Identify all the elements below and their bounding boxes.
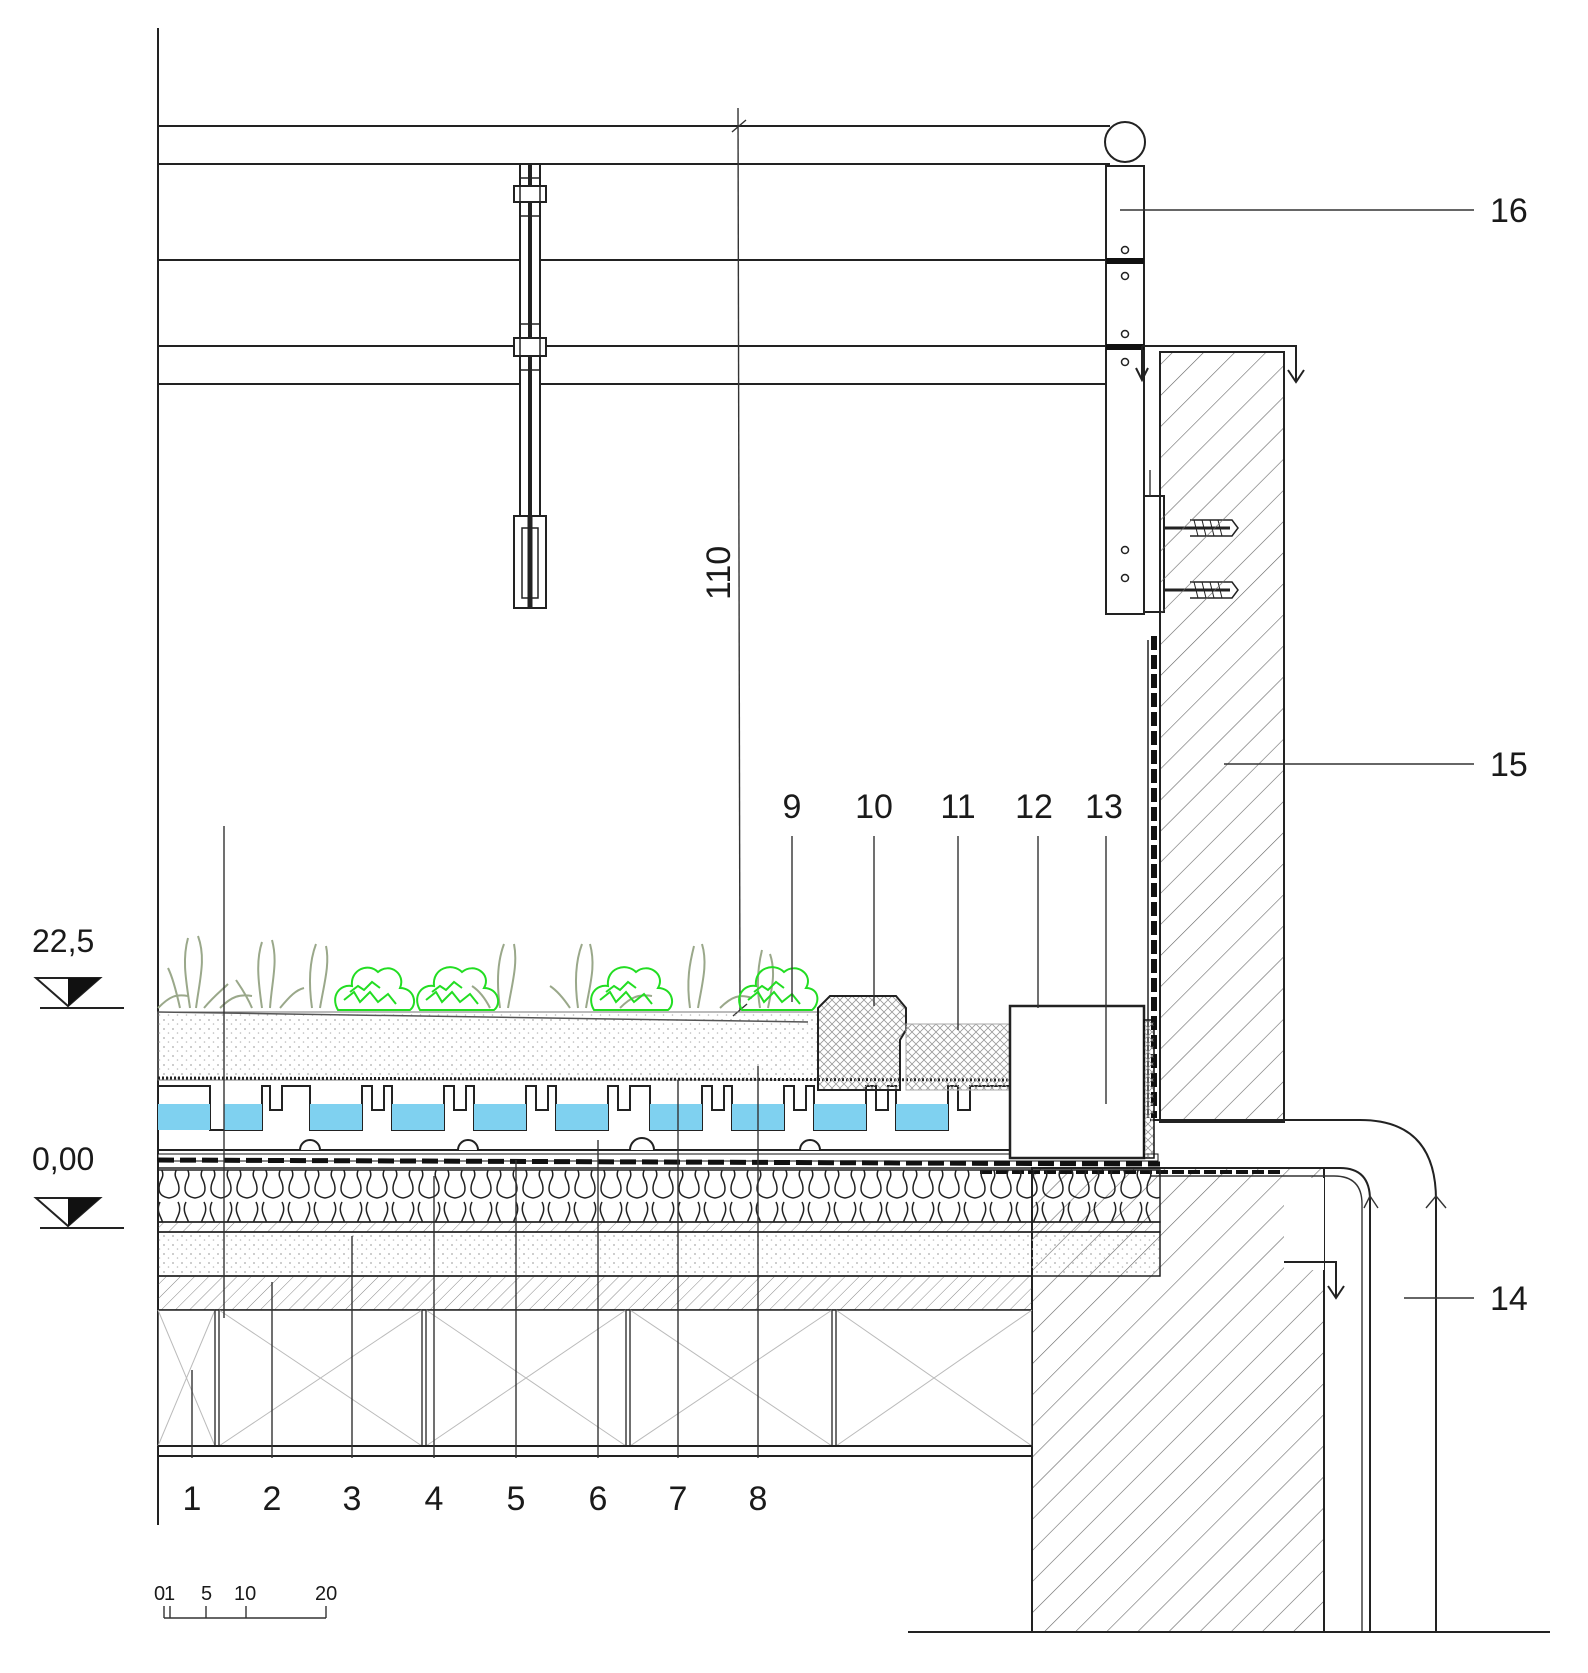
- vegetation: [157, 935, 819, 1011]
- label-16: 16: [1490, 192, 1528, 230]
- label-4: 4: [425, 1480, 444, 1518]
- insulation-layer: [157, 1169, 1161, 1223]
- beams: [157, 1309, 1033, 1457]
- roof-layers: [157, 1011, 1280, 1457]
- svg-text:0: 0: [154, 1583, 165, 1605]
- label-14: 14: [1490, 1280, 1528, 1318]
- screed-layer: [157, 1231, 1161, 1277]
- level-marker-base: 0,00: [32, 1141, 124, 1229]
- level-marker-top: 22,5: [32, 923, 124, 1009]
- dimension-line: [737, 107, 741, 1011]
- edge-components: [817, 995, 1155, 1160]
- edge-stone: [817, 995, 907, 1091]
- label-15: 15: [1490, 746, 1528, 784]
- label-5: 5: [507, 1480, 526, 1518]
- leader-lines: [191, 209, 1474, 1458]
- label-9: 9: [783, 788, 802, 826]
- label-8: 8: [749, 1480, 768, 1518]
- svg-text:1: 1: [164, 1583, 175, 1605]
- svg-text:5: 5: [201, 1583, 212, 1605]
- scale-bar: 0 1 5 10 20: [154, 1583, 337, 1619]
- bottom-labels: 1 2 3 4 5 6 7 8: [183, 1480, 768, 1518]
- gravel-strip: [905, 1023, 1011, 1091]
- svg-text:20: 20: [315, 1583, 337, 1605]
- svg-text:10: 10: [234, 1583, 256, 1605]
- label-1: 1: [183, 1480, 202, 1518]
- vertical-rod: [513, 163, 547, 609]
- label-6: 6: [589, 1480, 608, 1518]
- label-2: 2: [263, 1480, 282, 1518]
- parapet: [1135, 345, 1305, 1123]
- drainage-board: [158, 1085, 1010, 1151]
- right-labels: 16 15 14: [1490, 192, 1528, 1318]
- label-12: 12: [1015, 788, 1053, 826]
- label-11: 11: [940, 788, 975, 826]
- label-10: 10: [855, 788, 893, 826]
- drain-pipe: [1150, 1119, 1447, 1632]
- handrail-tube: [1104, 121, 1146, 163]
- inspection-box: [1008, 1004, 1146, 1160]
- label-13: 13: [1085, 788, 1123, 826]
- substrate-layer: [157, 1011, 819, 1081]
- railing: [158, 121, 1239, 615]
- level-label-base: 0,00: [32, 1141, 94, 1177]
- label-3: 3: [343, 1480, 362, 1518]
- railing-post: [1105, 165, 1145, 615]
- top-labels: 9 10 11 12 13: [783, 788, 1123, 826]
- dimension-label: 110: [700, 546, 738, 600]
- level-label-top: 22,5: [32, 923, 94, 959]
- label-7: 7: [669, 1480, 688, 1518]
